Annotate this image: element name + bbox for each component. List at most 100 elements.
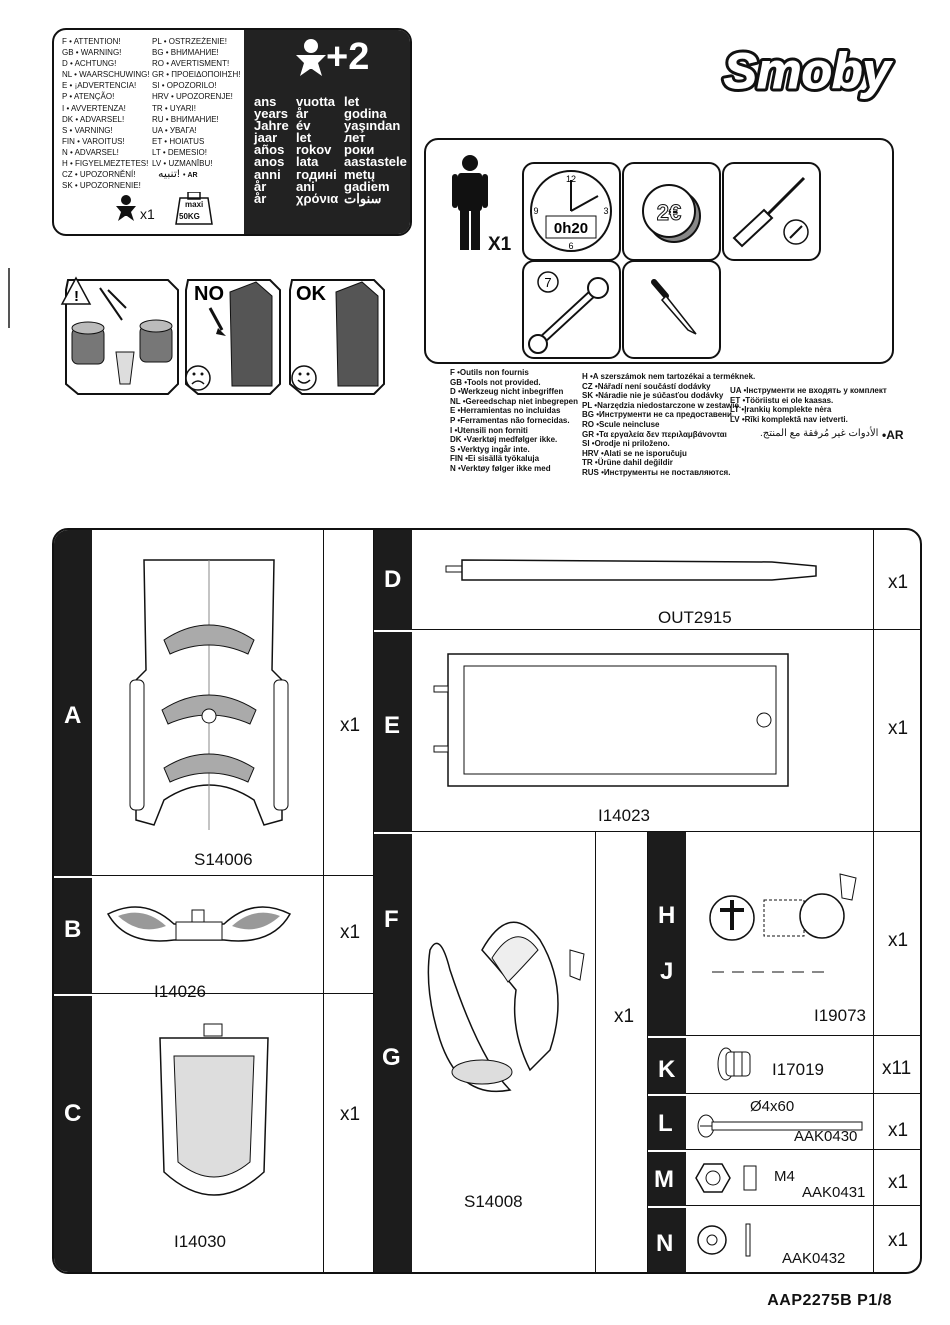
part-b-image-cell xyxy=(92,876,324,994)
part-a-drawing xyxy=(129,559,289,830)
letter-strip-right xyxy=(648,832,686,1272)
part-a-code: S14006 xyxy=(194,850,253,869)
part-b-code: I14026 xyxy=(154,982,206,1001)
part-a-image-cell xyxy=(92,530,324,876)
part-l-qty: x1 xyxy=(888,1120,909,1141)
svg-text:!: ! xyxy=(74,288,79,305)
part-b-drawing xyxy=(106,906,292,942)
list-item: CZ •Nářadí není součástí dodávky xyxy=(582,381,711,391)
list-item: DK • ADVARSEL! xyxy=(62,114,125,124)
list-item: év xyxy=(296,118,311,134)
part-a-qty-cell xyxy=(324,530,374,876)
list-item: let xyxy=(344,94,360,109)
part-fg-image-cell xyxy=(412,832,596,1272)
list-item: jaar xyxy=(254,130,278,146)
list-item: BG •Инструменти не са предоставени. xyxy=(582,410,735,420)
svg-text:9: 9 xyxy=(533,206,538,216)
list-item: Jahre xyxy=(254,118,289,134)
list-item: yaşından xyxy=(344,118,401,134)
tools-not-provided-ar: الأدوات غير مُرفقة مع المنتج. xyxy=(760,428,879,439)
list-item: PL •Narzędzia niedostarczone w zestawie. xyxy=(582,400,742,410)
list-item: RO •Scule neincluse xyxy=(582,419,660,429)
list-item: E • ¡ADVERTENCIA! xyxy=(62,81,137,91)
part-m-code: AAK0431 xyxy=(802,1184,866,1201)
list-item: I • AVVERTENZA! xyxy=(62,103,126,113)
list-item: годині xyxy=(296,166,337,182)
coin-icon: 2€ xyxy=(642,184,701,243)
list-item: SI •Orodje ni priloženo. xyxy=(582,439,670,449)
person-count: X1 xyxy=(488,234,512,255)
list-item: años xyxy=(254,142,285,158)
list-item: D • ACHTUNG! xyxy=(62,59,117,69)
part-m-dimension: M4 xyxy=(774,1168,795,1185)
part-fg-qty-cell xyxy=(596,832,648,1272)
part-e-image-cell xyxy=(412,630,874,832)
svg-text:6: 6 xyxy=(568,241,573,251)
list-item: P • ATENÇÃO! xyxy=(62,92,115,102)
part-k-letter: K xyxy=(658,1056,676,1083)
part-l-qty-cell xyxy=(874,1094,920,1150)
list-item: gadiem xyxy=(344,178,390,194)
part-k-drawing xyxy=(717,1047,751,1081)
svg-text:3: 3 xyxy=(603,206,608,216)
list-item: GB • WARNING! xyxy=(62,48,122,58)
child-icon xyxy=(116,195,136,221)
list-item: NL • WAARSCHUWING! xyxy=(62,70,150,80)
list-item: F •Outils non fournis xyxy=(450,368,529,377)
part-e-drawing xyxy=(433,653,789,787)
list-item: GR •Τα εργαλεία δεν περιλαμβάνονται xyxy=(582,429,727,439)
age-plus: +2 xyxy=(326,36,370,78)
part-d-qty-cell xyxy=(874,530,920,630)
part-l-code: AAK0430 xyxy=(794,1128,858,1145)
weight-icon xyxy=(175,192,213,225)
list-item: ET • HOIATUS xyxy=(152,136,205,146)
part-d-letter: D xyxy=(384,566,402,593)
warning-box: F • ATTENTION!GB • WARNING!D • ACHTUNG!N… xyxy=(52,28,412,236)
part-n-qty: x1 xyxy=(888,1230,909,1251)
part-c-image-cell xyxy=(92,994,324,1272)
svg-text:Smoby: Smoby xyxy=(724,43,893,99)
list-item: rokov xyxy=(296,142,332,158)
part-k-qty: x11 xyxy=(882,1058,912,1079)
list-item: LV •Rīki komplektā nav ietverti. xyxy=(730,414,848,424)
part-hj-qty: x1 xyxy=(888,930,909,951)
happy-face-icon xyxy=(291,365,317,391)
list-item: år xyxy=(296,106,309,122)
list-item: lata xyxy=(296,154,319,170)
smoby-logo: Smoby Smoby xyxy=(720,40,896,103)
list-item: år xyxy=(254,178,267,194)
part-d-qty: x1 xyxy=(888,572,909,593)
smoby-logo-text: Smoby xyxy=(724,43,893,99)
list-item: ET •Tööriistu ei ole kaasas. xyxy=(730,395,834,405)
part-n-letter: N xyxy=(656,1230,674,1257)
list-item: H • FIGYELMEZTETES! xyxy=(62,159,149,169)
list-item: χρόνια xyxy=(296,190,339,206)
list-item: TR • UYARI! xyxy=(152,103,196,113)
letter-strip-middle xyxy=(374,530,412,1272)
list-item: anos xyxy=(254,154,285,170)
list-item: godina xyxy=(344,106,387,122)
list-item: RUS •Инструменты не поставляются. xyxy=(582,467,731,477)
list-item: aastastele xyxy=(344,154,407,170)
part-l-drawing xyxy=(697,1114,863,1138)
maxi-weight: 50KG xyxy=(179,212,200,221)
parts-grid: A B C D E F G H J K L M N S14006 x1 I140… xyxy=(52,528,922,1274)
part-c-qty: x1 xyxy=(340,1104,361,1125)
part-g-code: S14008 xyxy=(464,1192,523,1211)
part-hj-image-cell xyxy=(686,832,874,1036)
list-item: NL •Gereedschap niet inbegrepen xyxy=(450,396,579,406)
list-item: I •Utensili non forniti xyxy=(450,425,528,435)
list-item: E •Herramientas no incluidas xyxy=(450,406,561,416)
clock-icon: 12 3 6 9 0h20 xyxy=(530,170,612,252)
part-m-image-cell xyxy=(686,1150,874,1206)
coin-tile: 2€ xyxy=(622,162,721,261)
part-c-qty-cell xyxy=(324,994,374,1272)
part-k-qty-cell xyxy=(874,1036,920,1094)
list-item: let xyxy=(296,130,312,146)
list-item: лет xyxy=(344,130,366,146)
warning-list-right: PL • OSTRZEŻENIE!BG • ВНИМАНИЕ!RO • AVER… xyxy=(152,36,240,169)
part-g-letter: G xyxy=(382,1044,401,1071)
list-item: TR •Ürüne dahil değildir xyxy=(582,458,673,468)
